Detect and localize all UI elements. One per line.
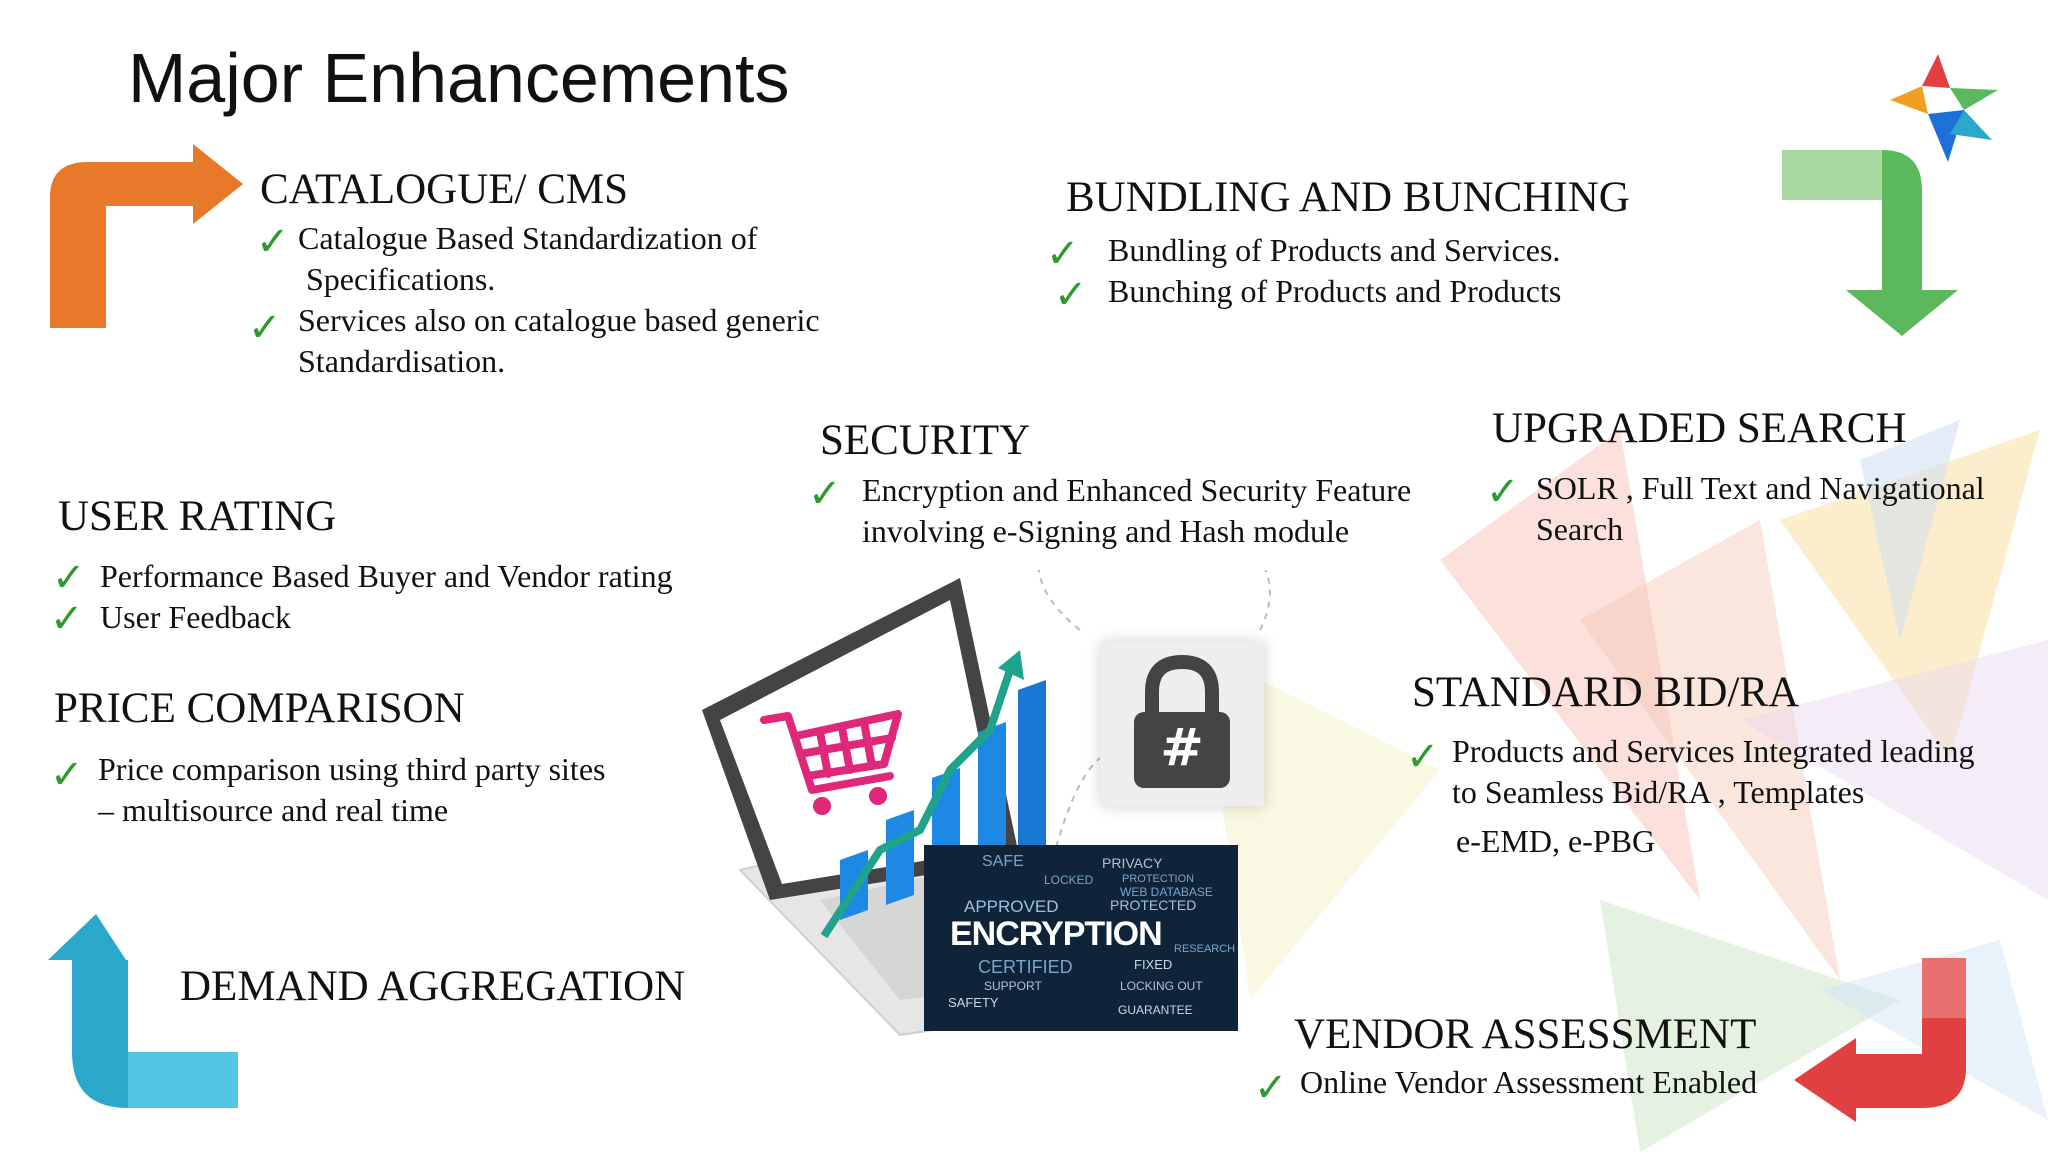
bid-item-1-cont: to Seamless Bid/RA , Templates bbox=[1452, 774, 1865, 810]
check-icon: ✓ bbox=[50, 596, 84, 642]
security-list: ✓ Encryption and Enhanced Security Featu… bbox=[806, 470, 1456, 552]
cloud-word: PROTECTION bbox=[1122, 873, 1195, 885]
cloud-word: APPROVED bbox=[964, 897, 1059, 916]
search-heading: UPGRADED SEARCH bbox=[1492, 405, 1907, 452]
catalogue-item-2: Services also on catalogue based generic bbox=[298, 302, 820, 338]
page-title: Major Enhancements bbox=[128, 39, 790, 117]
catalogue-item-1-cont: Specifications. bbox=[306, 261, 496, 297]
price-heading: PRICE COMPARISON bbox=[54, 685, 465, 732]
hash-symbol: # bbox=[1160, 718, 1204, 778]
teal-turn-arrow-icon bbox=[48, 914, 238, 1108]
bundling-item-2: Bunching of Products and Products bbox=[1108, 273, 1562, 309]
shopping-cart-icon bbox=[760, 710, 902, 815]
cloud-word: PRIVACY bbox=[1102, 855, 1163, 871]
price-item-1: Price comparison using third party sites bbox=[98, 751, 606, 787]
growth-bar-chart-icon bbox=[820, 650, 1046, 939]
vendor-heading: VENDOR ASSESSMENT bbox=[1294, 1011, 1757, 1058]
security-item-1-cont: involving e-Signing and Hash module bbox=[862, 513, 1350, 549]
rating-list: ✓ Performance Based Buyer and Vendor rat… bbox=[50, 555, 750, 642]
check-icon: ✓ bbox=[52, 555, 86, 601]
bundling-heading: BUNDLING AND BUNCHING bbox=[1066, 174, 1630, 221]
cloud-word: SAFETY bbox=[948, 995, 999, 1010]
cloud-word: SAFE bbox=[982, 853, 1024, 870]
rating-heading: USER RATING bbox=[58, 493, 337, 540]
check-icon: ✓ bbox=[1486, 469, 1520, 515]
price-item-1-cont: – multisource and real time bbox=[98, 792, 449, 828]
bid-list: ✓ Products and Services Integrated leadi… bbox=[1404, 731, 2044, 862]
security-item-1: Encryption and Enhanced Security Feature bbox=[862, 472, 1412, 508]
cloud-word: FIXED bbox=[1134, 957, 1173, 972]
bid-item-2: e-EMD, e-PBG bbox=[1456, 823, 1656, 859]
star-logo-icon bbox=[1890, 54, 1998, 162]
cloud-word: LOCKING OUT bbox=[1120, 979, 1203, 993]
catalogue-item-1: Catalogue Based Standardization of bbox=[298, 220, 758, 256]
cloud-word: LOCKED bbox=[1044, 873, 1094, 887]
check-icon: ✓ bbox=[1254, 1065, 1288, 1111]
cloud-word: PROTECTED bbox=[1110, 897, 1197, 913]
rating-item-2: User Feedback bbox=[100, 599, 292, 635]
catalogue-list: ✓ Catalogue Based Standardization of Spe… bbox=[248, 218, 892, 382]
check-icon: ✓ bbox=[50, 752, 84, 798]
cloud-main-word: ENCRYPTION bbox=[950, 915, 1163, 953]
security-heading: SECURITY bbox=[820, 417, 1031, 464]
price-list: ✓ Price comparison using third party sit… bbox=[50, 749, 690, 831]
rating-item-1: Performance Based Buyer and Vendor ratin… bbox=[100, 558, 673, 594]
vendor-item-1: Online Vendor Assessment Enabled bbox=[1300, 1064, 1758, 1100]
cloud-word: CERTIFIED bbox=[978, 957, 1073, 977]
check-icon: ✓ bbox=[808, 471, 842, 517]
bid-item-1: Products and Services Integrated leading bbox=[1452, 733, 1975, 769]
catalogue-heading: CATALOGUE/ CMS bbox=[260, 166, 629, 213]
red-turn-arrow-icon bbox=[1794, 958, 1966, 1122]
check-icon: ✓ bbox=[248, 305, 282, 351]
catalogue-item-2-cont: Standardisation. bbox=[298, 343, 506, 379]
lock-card: # bbox=[1100, 642, 1264, 806]
check-icon: ✓ bbox=[1406, 734, 1440, 780]
search-item-1-cont: Search bbox=[1536, 511, 1624, 547]
cloud-word: RESEARCH bbox=[1174, 943, 1236, 955]
demand-heading: DEMAND AGGREGATION bbox=[180, 963, 686, 1010]
check-icon: ✓ bbox=[1054, 272, 1088, 318]
search-list: ✓ SOLR , Full Text and Navigational Sear… bbox=[1484, 468, 2044, 550]
check-icon: ✓ bbox=[1046, 231, 1080, 277]
check-icon: ✓ bbox=[256, 219, 290, 265]
cloud-word: SUPPORT bbox=[984, 979, 1042, 993]
encryption-word-cloud: SAFE PRIVACY APPROVED LOCKED ENCRYPTION … bbox=[924, 845, 1238, 1031]
search-item-1: SOLR , Full Text and Navigational bbox=[1536, 470, 1985, 506]
green-turn-arrow-icon bbox=[1782, 150, 1958, 336]
cloud-word: WEB DATABASE bbox=[1120, 885, 1213, 899]
vendor-list: ✓ Online Vendor Assessment Enabled bbox=[1252, 1062, 1812, 1108]
orange-turn-arrow-icon bbox=[50, 144, 243, 328]
bid-heading: STANDARD BID/RA bbox=[1412, 669, 1800, 716]
bundling-list: ✓ Bundling of Products and Services. ✓ B… bbox=[1044, 230, 1684, 318]
lock-icon bbox=[1134, 654, 1230, 788]
bundling-item-1: Bundling of Products and Services. bbox=[1108, 232, 1561, 268]
cloud-word: GUARANTEE bbox=[1118, 1003, 1193, 1017]
